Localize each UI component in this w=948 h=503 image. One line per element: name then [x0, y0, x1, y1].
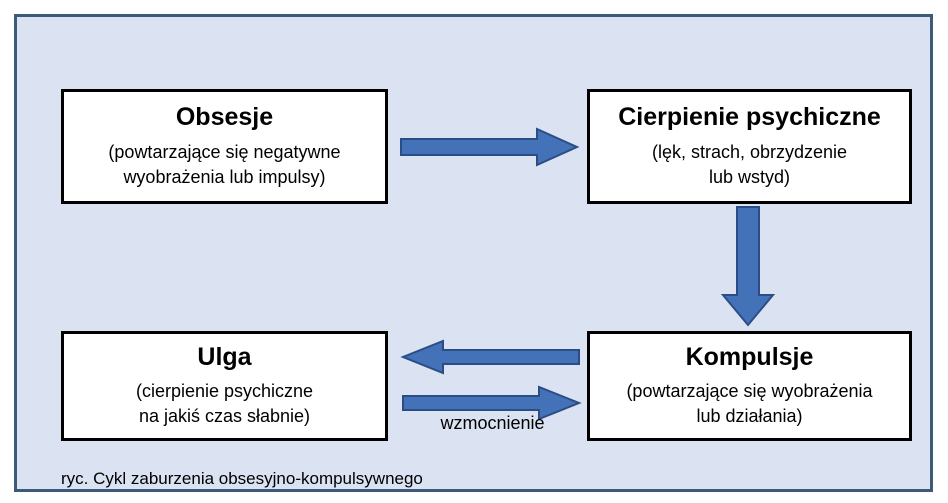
- arrow-right-ulga-to-kompulsje: [402, 385, 582, 421]
- node-obsesje-desc-line-1: (powtarzające się negatywne: [108, 141, 341, 162]
- node-ulga-title: Ulga: [197, 342, 252, 371]
- figure-caption: ryc. Cykl zaburzenia obsesyjno-kompulsyw…: [61, 469, 423, 488]
- arrow-right-icon: [400, 127, 580, 167]
- node-kompulsje-title: Kompulsje: [685, 342, 814, 371]
- arrow-down-icon: [720, 206, 776, 327]
- arrow-left-kompulsje-to-ulga: [400, 339, 580, 375]
- node-obsesje: Obsesje (powtarzające się negatywne wyob…: [61, 89, 388, 204]
- node-kompulsje-desc-line-1: (powtarzające się wyobrażenia: [626, 381, 873, 402]
- node-cierpienie-psychiczne-desc-line-2: lub wstyd): [708, 166, 791, 187]
- arrow-right-reinforcement-icon: [402, 385, 582, 421]
- node-kompulsje: Kompulsje (powtarzające się wyobrażenia …: [587, 331, 912, 441]
- node-kompulsje-description: (powtarzające się wyobrażenia lub działa…: [626, 379, 872, 429]
- node-ulga: Ulga (cierpienie psychiczne na jakiś cza…: [61, 331, 388, 441]
- node-kompulsje-desc-line-2: lub działania): [696, 406, 803, 427]
- arrow-right-obsesje-to-cierpienie: [400, 127, 580, 167]
- arrow-down-cierpienie-to-kompulsje: [720, 206, 776, 327]
- arrow-label-wzmocnienie: wzmocnienie: [440, 413, 545, 433]
- node-ulga-description: (cierpienie psychiczne na jakiś czas sła…: [136, 379, 313, 429]
- node-cierpienie-psychiczne: Cierpienie psychiczne (lęk, strach, obrz…: [587, 89, 912, 204]
- node-obsesje-description: (powtarzające się negatywne wyobrażenia …: [108, 140, 340, 190]
- node-cierpienie-psychiczne-description: (lęk, strach, obrzydzenie lub wstyd): [652, 140, 847, 190]
- node-obsesje-desc-line-2: wyobrażenia lub impulsy): [123, 166, 326, 187]
- diagram-panel: Obsesje (powtarzające się negatywne wyob…: [14, 14, 933, 492]
- node-cierpienie-psychiczne-desc-line-1: (lęk, strach, obrzydzenie: [651, 141, 848, 162]
- node-obsesje-title: Obsesje: [175, 103, 274, 132]
- node-ulga-desc-line-2: na jakiś czas słabnie): [138, 406, 311, 427]
- node-cierpienie-psychiczne-title: Cierpienie psychiczne: [618, 103, 881, 132]
- arrow-left-icon: [400, 339, 580, 375]
- node-ulga-desc-line-1: (cierpienie psychiczne: [135, 381, 314, 402]
